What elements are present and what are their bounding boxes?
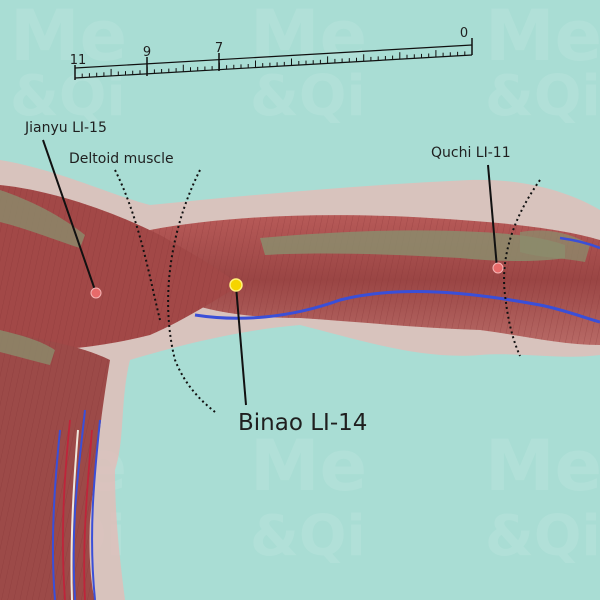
ruler-label-9: 9 <box>143 45 151 60</box>
quchi-leader-line <box>487 164 498 269</box>
binao-label: Binao LI-14 <box>238 410 367 436</box>
torso-muscle-fibers <box>0 330 110 600</box>
binao-point <box>229 278 243 292</box>
quchi-label: Quchi LI-11 <box>431 145 511 161</box>
watermark-text: &Qi <box>485 64 600 129</box>
cephalic-vein <box>194 290 600 324</box>
watermark-text: Me <box>250 425 367 507</box>
humerus-bone <box>260 230 565 261</box>
ruler-top-line <box>74 44 473 69</box>
deltoid-boundary-right <box>167 169 216 413</box>
watermark-text: &Qi <box>10 64 126 129</box>
torso-vessels <box>51 409 101 600</box>
elbow-crease-line <box>503 179 541 357</box>
ruler-label-7: 7 <box>215 41 223 56</box>
ruler-label-11: 11 <box>70 53 87 68</box>
watermark-text: &Qi <box>485 504 600 569</box>
ruler-label-0: 0 <box>460 26 468 41</box>
watermark-text: &Qi <box>250 504 366 569</box>
deltoid-boundary-left <box>114 169 161 321</box>
jianyu-point <box>90 287 102 299</box>
watermark-text: Me <box>485 0 600 77</box>
arm-vein-branch <box>559 236 600 250</box>
binao-leader-line <box>235 285 247 406</box>
elbow-bone <box>520 230 590 262</box>
jianyu-label: Jianyu LI-15 <box>24 120 107 136</box>
deltoid-label: Deltoid muscle <box>69 151 174 167</box>
clavicle-bone <box>0 190 85 248</box>
ruler-bottom-line <box>74 54 473 79</box>
watermark-text: Me <box>485 425 600 507</box>
quchi-point <box>492 262 504 274</box>
watermark-text: Me <box>10 0 127 77</box>
watermark-text: &Qi <box>250 64 366 129</box>
torso-nerves <box>70 429 79 600</box>
torso-arteries <box>62 419 93 600</box>
jianyu-leader-line <box>42 139 97 294</box>
measurement-ruler: 11 9 7 0 <box>70 26 473 80</box>
ruler-minor-ticks <box>81 50 466 78</box>
scapula-bone <box>0 330 55 365</box>
